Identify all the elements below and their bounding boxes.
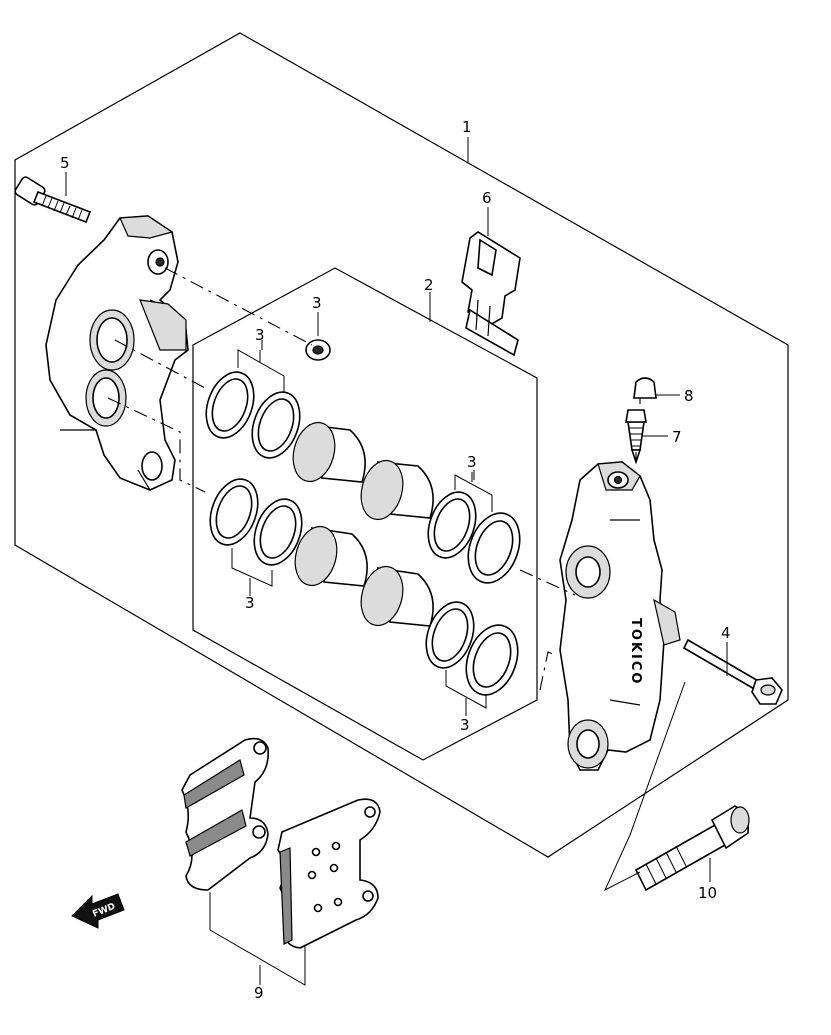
callout-6: 6	[482, 189, 492, 207]
callout-4: 4	[721, 624, 731, 642]
seals-upper-right	[427, 491, 521, 584]
seal-group-brackets	[231, 349, 493, 710]
seals-upper-left	[205, 371, 301, 459]
callout-3-upper-left: 3	[255, 326, 265, 344]
callout-3-washer: 3	[312, 294, 322, 312]
callout-5: 5	[60, 154, 70, 172]
alignment-lines	[107, 267, 641, 691]
callout-3-lower-left: 3	[245, 594, 255, 612]
callout-8: 8	[684, 387, 694, 405]
caliper-brand-text: TOKICO	[628, 618, 643, 685]
callout-labels: 1 2 3 3 3 3 3 4 5 6 7 8 9 10	[60, 118, 731, 1002]
brake-pad-left	[181, 737, 270, 891]
brake-pad-right	[277, 798, 381, 949]
pad-spring-6	[461, 231, 521, 357]
washer-3	[305, 339, 331, 361]
callout-9: 9	[254, 984, 264, 1002]
bolt-10-locator	[603, 681, 686, 892]
callout-10: 10	[698, 884, 717, 902]
bolt-5	[14, 176, 92, 224]
bolt-10	[634, 805, 750, 892]
pad-group-bracket	[209, 892, 306, 986]
callout-3-lower-right: 3	[460, 716, 470, 734]
fwd-direction-badge: FWD	[71, 893, 125, 929]
callout-7: 7	[672, 428, 682, 446]
bolt-4	[682, 638, 783, 705]
seals-lower-right	[425, 601, 519, 696]
bleeder-cap-8	[633, 377, 657, 399]
arrow-left-icon	[71, 893, 125, 929]
pistons	[292, 421, 434, 627]
caliper-assembly-boundary	[14, 32, 789, 858]
seals-lower-left	[209, 478, 303, 566]
callout-leaders	[65, 137, 728, 985]
callout-1: 1	[462, 118, 472, 136]
callout-2: 2	[424, 276, 434, 294]
bleeder-screw-7	[625, 409, 647, 465]
piston-kit-boundary	[192, 267, 538, 761]
right-caliper-half: TOKICO	[559, 461, 681, 771]
left-caliper-half	[45, 215, 189, 491]
callout-3-upper-right: 3	[467, 453, 477, 471]
